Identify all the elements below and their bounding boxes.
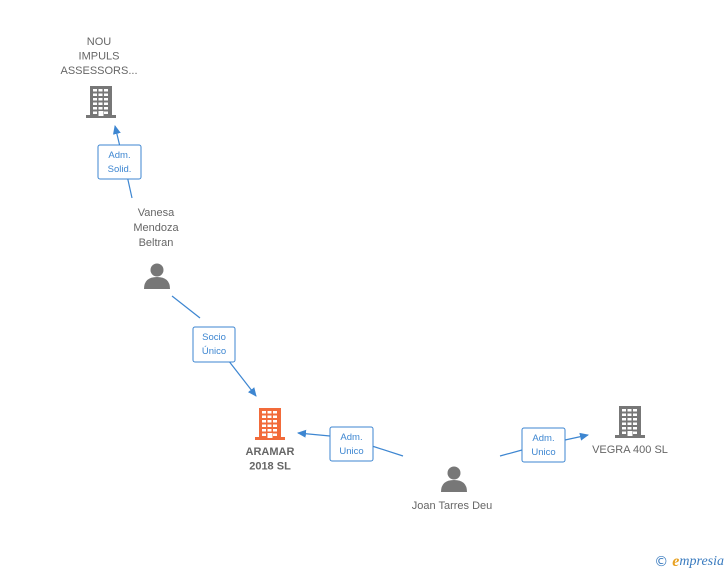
relation-edge-e3[interactable]: Adm. Unico	[297, 426, 404, 462]
edge-label-text: Único	[202, 346, 226, 357]
edge-label-box	[97, 144, 142, 180]
building-icon	[255, 408, 285, 440]
edge-label-text: Adm.	[532, 433, 554, 444]
edge-label-box	[192, 326, 236, 363]
node-label: 2018 SL	[249, 461, 291, 473]
edge-line	[499, 449, 523, 457]
node-label: Beltran	[139, 237, 174, 249]
copyright-icon: ©	[654, 554, 669, 570]
edge-line	[171, 295, 201, 319]
node-label: Joan Tarres Deu	[412, 500, 493, 512]
node-label: IMPULS	[79, 51, 120, 63]
node-joan[interactable]: Joan Tarres Deu	[412, 466, 493, 513]
node-label: Mendoza	[133, 222, 179, 234]
edge-label-text: Solid.	[108, 164, 132, 175]
edge-label-text: Adm.	[340, 432, 362, 443]
node-label: NOU	[87, 36, 112, 48]
person-icon	[144, 263, 170, 289]
edge-line	[371, 445, 404, 457]
node-label: ARAMAR	[246, 446, 295, 458]
node-aramar[interactable]: ARAMAR 2018 SL	[246, 408, 295, 473]
edge-label-text: Adm.	[108, 150, 130, 161]
edge-label-text: Socio	[202, 332, 226, 343]
edge-label-text: Unico	[531, 447, 555, 458]
edge-arrow	[227, 359, 257, 397]
edge-arrow	[112, 125, 133, 199]
edge-label-box	[329, 426, 374, 462]
node-label: ASSESSORS...	[60, 65, 137, 77]
building-icon	[615, 406, 645, 438]
node-nou[interactable]: NOU IMPULS ASSESSORS...	[60, 36, 138, 118]
building-icon	[86, 86, 116, 118]
relation-edge-e1[interactable]: Adm. Solid.	[97, 125, 142, 199]
person-icon	[441, 466, 467, 492]
brand-logo-text[interactable]: mpresia	[679, 554, 724, 569]
relation-edge-e4[interactable]: Adm. Unico	[499, 427, 589, 463]
node-vegra[interactable]: VEGRA 400 SL	[592, 406, 668, 456]
node-label: Vanesa	[138, 207, 175, 219]
brand-footer: © e mpresia	[654, 553, 724, 571]
edge-label-text: Unico	[339, 446, 363, 457]
edge-arrow	[297, 429, 331, 438]
edge-label-box	[521, 427, 566, 463]
edge-arrow	[564, 432, 589, 441]
node-label: VEGRA 400 SL	[592, 444, 668, 456]
brand-logo-initial: e	[672, 553, 680, 570]
